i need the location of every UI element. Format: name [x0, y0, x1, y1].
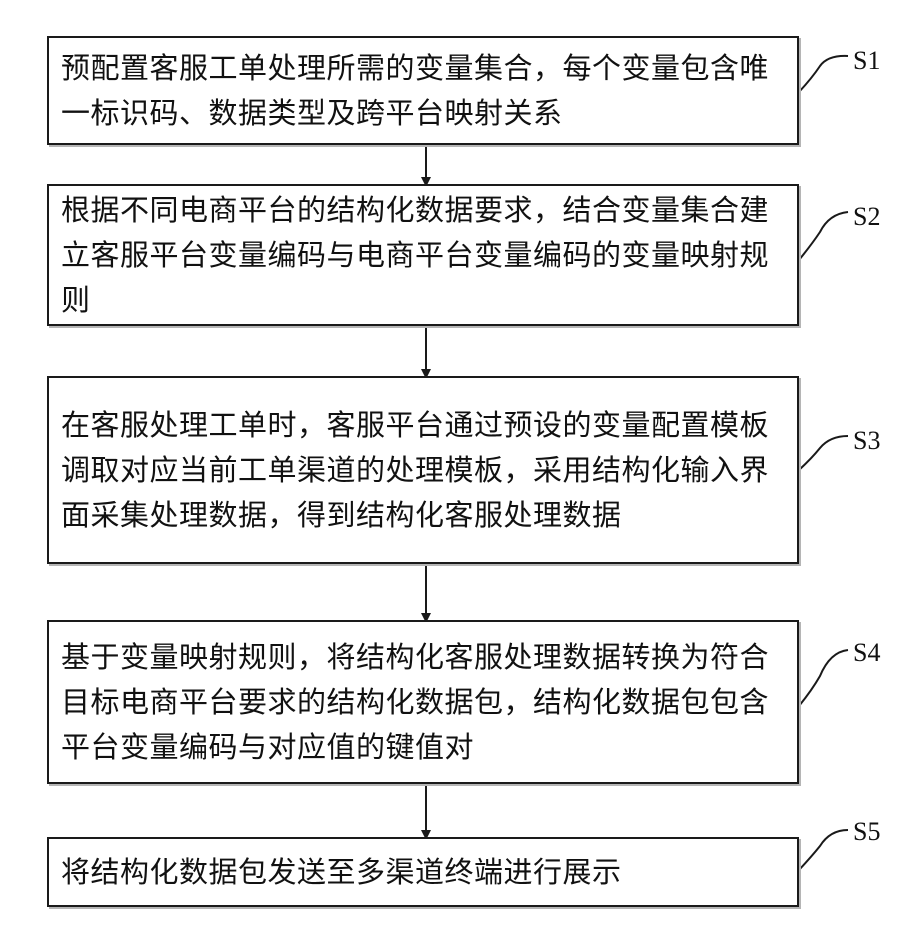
step-box-s3: 在客服处理工单时，客服平台通过预设的变量配置模板调取对应当前工单渠道的处理模板，…: [47, 376, 799, 564]
step-text-s5: 将结构化数据包发送至多渠道终端进行展示: [61, 850, 622, 895]
leader-s3: [799, 436, 848, 470]
step-box-s4: 基于变量映射规则，将结构化客服处理数据转换为符合目标电商平台要求的结构化数据包，…: [47, 620, 799, 784]
leader-s2: [799, 212, 848, 260]
step-label-s5: S5: [853, 817, 880, 847]
step-label-s1: S1: [853, 46, 880, 76]
step-text-s1: 预配置客服工单处理所需的变量集合，每个变量包含唯一标识码、数据类型及跨平台映射关…: [61, 46, 785, 136]
step-text-s4: 基于变量映射规则，将结构化客服处理数据转换为符合目标电商平台要求的结构化数据包，…: [61, 635, 785, 770]
step-label-s3: S3: [853, 426, 880, 456]
step-box-s1: 预配置客服工单处理所需的变量集合，每个变量包含唯一标识码、数据类型及跨平台映射关…: [47, 36, 799, 145]
step-text-s2: 根据不同电商平台的结构化数据要求，结合变量集合建立客服平台变量编码与电商平台变量…: [61, 188, 785, 323]
step-box-s2: 根据不同电商平台的结构化数据要求，结合变量集合建立客服平台变量编码与电商平台变量…: [47, 184, 799, 326]
step-box-s5: 将结构化数据包发送至多渠道终端进行展示: [47, 837, 799, 907]
leader-s1: [799, 56, 848, 92]
step-label-s4: S4: [853, 638, 880, 668]
step-label-s2: S2: [853, 202, 880, 232]
leader-s5: [799, 830, 848, 870]
step-text-s3: 在客服处理工单时，客服平台通过预设的变量配置模板调取对应当前工单渠道的处理模板，…: [61, 403, 785, 538]
leader-s4: [799, 650, 848, 706]
